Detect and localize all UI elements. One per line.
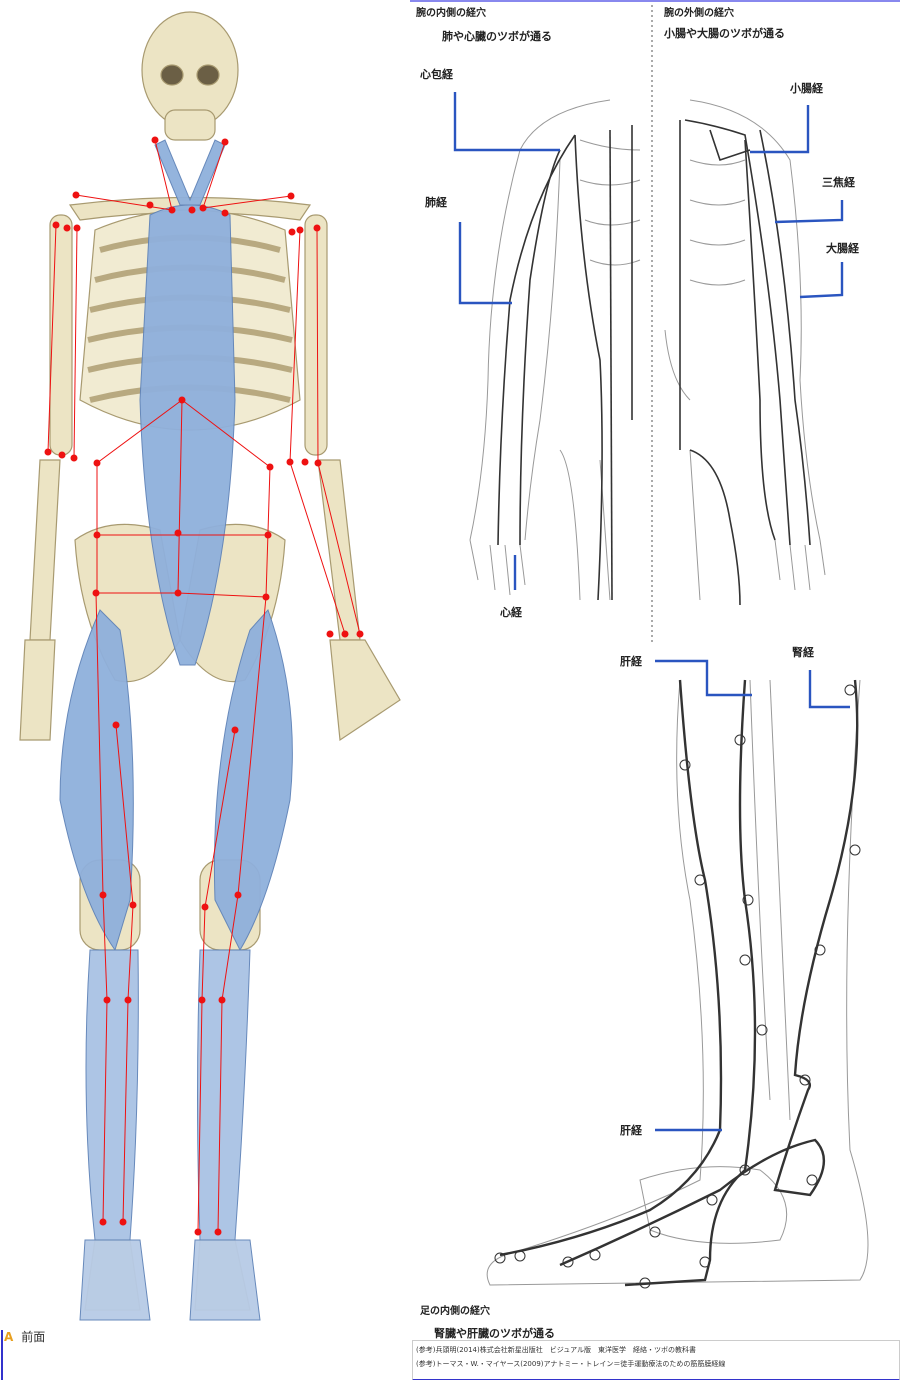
acupoint-marker	[99, 1218, 107, 1226]
acupoint-marker	[301, 458, 309, 466]
acupoint-marker	[92, 589, 100, 597]
red-acupoint-markers	[44, 136, 364, 1236]
acupoint-circle	[649, 1226, 661, 1238]
leg-inner-title: 足の内側の経穴	[420, 1306, 490, 1317]
label-large-intestine-meridian: 大腸経	[826, 242, 859, 255]
acupoint-circle	[739, 954, 751, 966]
acupoint-circle	[589, 1249, 601, 1261]
label-lung-meridian: 肺経	[425, 196, 447, 209]
arm-outer-subtitle: 小腸や大腸のツボが通る	[664, 27, 785, 40]
acupoint-marker	[221, 138, 229, 146]
acupoint-circle	[742, 894, 754, 906]
acupoint-marker	[199, 204, 207, 212]
acupoint-marker	[58, 451, 66, 459]
arm-outer-drawing	[664, 99, 826, 601]
acupoint-marker	[73, 224, 81, 232]
reference-2: (参考)トーマス・W.・マイヤース(2009)アナトミー・トレイン＝徒手運動療法…	[416, 1360, 726, 1368]
acupoint-circle	[806, 1174, 818, 1186]
acupoint-marker	[146, 201, 154, 209]
acupoint-marker	[231, 726, 239, 734]
arm-inner-subtitle: 肺や心臓のツボが通る	[442, 30, 552, 43]
acupoint-marker	[288, 228, 296, 236]
acupoint-marker	[218, 996, 226, 1004]
acupoint-circle	[639, 1277, 651, 1289]
acupoint-marker	[188, 206, 196, 214]
acupoint-circle	[739, 1164, 751, 1176]
acupoint-marker	[174, 589, 182, 597]
caption-letter: A	[4, 1330, 14, 1344]
acupoint-circle	[562, 1256, 574, 1268]
acupoint-marker	[198, 996, 206, 1004]
acupoint-marker	[112, 721, 120, 729]
acupoint-marker	[194, 1228, 202, 1236]
acupoint-marker	[129, 901, 137, 909]
figure-caption: A 前面	[4, 1328, 45, 1345]
acupoint-circle	[756, 1024, 768, 1036]
acupoint-circle	[679, 759, 691, 771]
acupoint-circle	[514, 1250, 526, 1262]
acupoint-marker	[341, 630, 349, 638]
acupoint-marker	[99, 891, 107, 899]
muscle-overlay	[59, 139, 293, 1321]
acupoint-circle	[734, 734, 746, 746]
acupoint-marker	[63, 224, 71, 232]
acupoint-marker	[314, 459, 322, 467]
acupoint-marker	[93, 459, 101, 467]
acupoint-marker	[296, 226, 304, 234]
acupoint-marker	[174, 529, 182, 537]
leg-inner-subtitle: 腎臓や肝臓のツボが通る	[434, 1327, 555, 1340]
acupoint-marker	[221, 209, 229, 217]
meridian-acupoint-circles	[494, 684, 861, 1289]
acupoint-circle	[694, 874, 706, 886]
label-small-intestine-meridian: 小腸経	[790, 82, 823, 95]
acupoint-marker	[72, 191, 80, 199]
acupoint-marker	[264, 531, 272, 539]
acupoint-marker	[70, 454, 78, 462]
acupoint-marker	[214, 1228, 222, 1236]
acupoint-marker	[178, 396, 186, 404]
acupoint-marker	[201, 903, 209, 911]
acupoint-marker	[313, 224, 321, 232]
label-heart-meridian: 心経	[500, 606, 522, 619]
label-leader-lines	[453, 92, 850, 1132]
acupoint-marker	[356, 630, 364, 638]
acupoint-marker	[151, 136, 159, 144]
acupoint-circle	[844, 684, 856, 696]
acupoint-marker	[124, 996, 132, 1004]
acupoint-marker	[287, 192, 295, 200]
acupoint-marker	[326, 630, 334, 638]
acupoint-marker	[93, 531, 101, 539]
label-pericardium-meridian: 心包経	[420, 68, 453, 81]
acupoint-marker	[52, 221, 60, 229]
acupoint-marker	[103, 996, 111, 1004]
acupoint-marker	[119, 1218, 127, 1226]
arm-inner-title: 腕の内側の経穴	[416, 8, 486, 19]
acupoint-marker	[262, 593, 270, 601]
acupoint-marker	[286, 458, 294, 466]
acupoint-circle	[699, 1256, 711, 1268]
acupoint-circle	[814, 944, 826, 956]
leg-meridians	[499, 679, 859, 1287]
label-triple-burner-meridian: 三焦経	[822, 176, 855, 189]
arm-inner-meridians	[497, 125, 633, 601]
label-liver-meridian-top: 肝経	[620, 655, 642, 668]
acupoint-marker	[266, 463, 274, 471]
acupoint-marker	[234, 891, 242, 899]
acupoint-circle	[799, 1074, 811, 1086]
acupoint-circle	[849, 844, 861, 856]
acupoint-circle	[706, 1194, 718, 1206]
acupoint-marker	[168, 206, 176, 214]
acupoint-marker	[44, 448, 52, 456]
label-kidney-meridian: 腎経	[792, 646, 814, 659]
caption-text: 前面	[21, 1330, 46, 1344]
reference-1: (参考)兵頭明(2014)株式会社新星出版社 ビジュアル版 東洋医学 経絡・ツボ…	[416, 1346, 697, 1354]
acupoint-circle	[494, 1252, 506, 1264]
arm-outer-title: 腕の外側の経穴	[664, 8, 734, 19]
arm-inner-drawing	[469, 99, 641, 601]
label-liver-meridian-ankle: 肝経	[620, 1124, 642, 1137]
arm-outer-meridians	[679, 119, 811, 606]
